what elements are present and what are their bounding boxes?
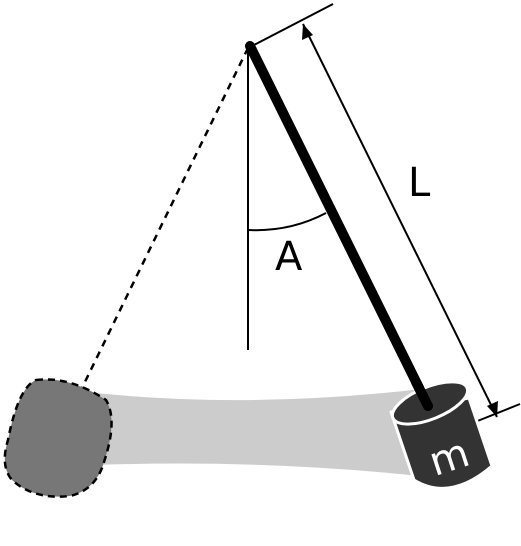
pendulum-rod <box>245 41 433 411</box>
angle-arc <box>247 212 327 232</box>
angle-label: A <box>275 234 303 280</box>
ghost-mass <box>3 378 113 498</box>
ghost-string-dashed <box>80 47 250 389</box>
swing-arc-band <box>28 388 455 480</box>
length-arrowhead-bottom <box>487 401 498 417</box>
rod-attachment <box>411 377 433 411</box>
length-arrowhead-top <box>302 24 313 40</box>
length-dimension-line <box>302 23 498 418</box>
length-tick-top <box>253 3 334 46</box>
length-label: L <box>408 160 431 206</box>
